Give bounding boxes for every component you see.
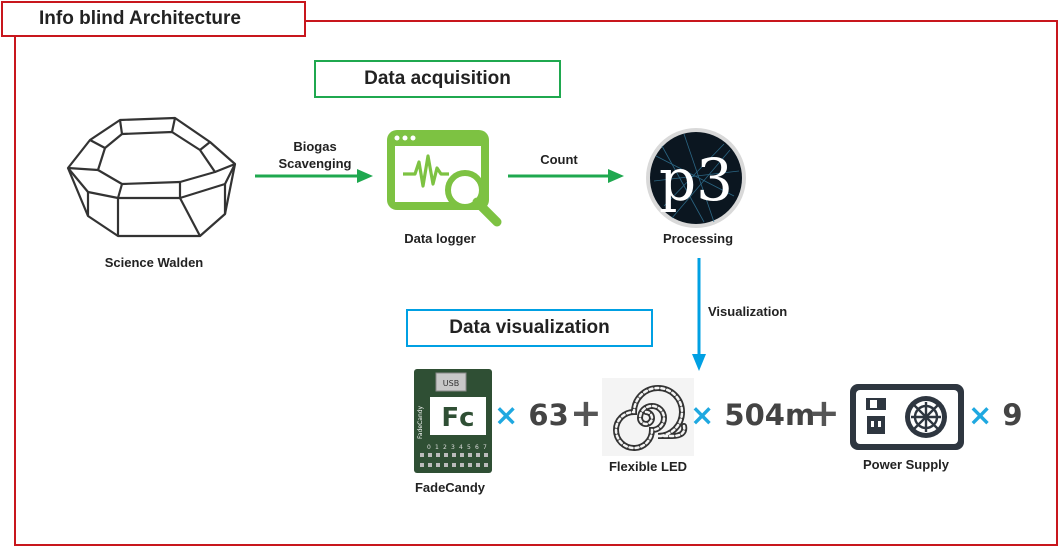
flexible-led-quantity: × 504m [690, 398, 815, 432]
architecture-frame [14, 20, 1058, 546]
flexible-led-label: Flexible LED [608, 459, 688, 474]
plus-sign-2: + [808, 391, 840, 435]
power-supply-count: 9 [1002, 398, 1023, 432]
science-walden-icon [66, 116, 237, 238]
science-walden-label: Science Walden [104, 255, 204, 270]
power-supply-icon [850, 384, 964, 450]
fadecandy-pin-label: 6 [475, 444, 479, 451]
biogas-label: Biogas Scavenging [250, 138, 380, 172]
count-label: Count [540, 152, 578, 167]
power-supply-quantity: × 9 [968, 398, 1023, 432]
fadecandy-logo-text: Fc [441, 403, 474, 433]
fadecandy-pin-label: 2 [443, 444, 447, 451]
svg-text:p3: p3 [659, 146, 733, 214]
biogas-label-line2: Scavenging [278, 156, 352, 171]
diagram-title: Info blind Architecture [1, 1, 306, 37]
processing-logo-icon: p3 [646, 128, 746, 228]
times-icon: × [494, 398, 519, 432]
fadecandy-quantity: × 63 [494, 398, 569, 432]
plus-sign-1: + [570, 391, 602, 435]
fadecandy-pin-label: 0 [427, 444, 431, 451]
data-logger-icon [387, 130, 502, 227]
data-logger-label: Data logger [404, 231, 476, 246]
processing-label: Processing [662, 231, 734, 246]
biogas-label-line1: Biogas [293, 139, 337, 154]
fadecandy-pin-label: 5 [467, 444, 471, 451]
power-supply-label: Power Supply [863, 457, 949, 472]
times-icon: × [968, 398, 993, 432]
fadecandy-pin-label: 4 [459, 444, 463, 451]
fadecandy-count: 63 [528, 398, 569, 432]
times-icon: × [690, 398, 715, 432]
fadecandy-pin-label: 3 [451, 444, 455, 451]
fadecandy-usb-text: USB [443, 379, 459, 388]
biogas-arrow [255, 169, 373, 183]
fadecandy-label: FadeCandy [414, 480, 486, 495]
fadecandy-side-text: FadeCandy [417, 405, 424, 439]
flexible-led-icon [602, 378, 694, 456]
fadecandy-pin-label: 1 [435, 444, 439, 451]
visualization-arrow [692, 258, 706, 371]
visualization-label: Visualization [708, 304, 788, 319]
data-acquisition-section: Data acquisition [314, 60, 561, 98]
count-arrow [508, 169, 624, 183]
fadecandy-pin-label: 7 [483, 444, 487, 451]
flexible-led-length: 504m [724, 398, 816, 432]
data-visualization-section: Data visualization [406, 309, 653, 347]
